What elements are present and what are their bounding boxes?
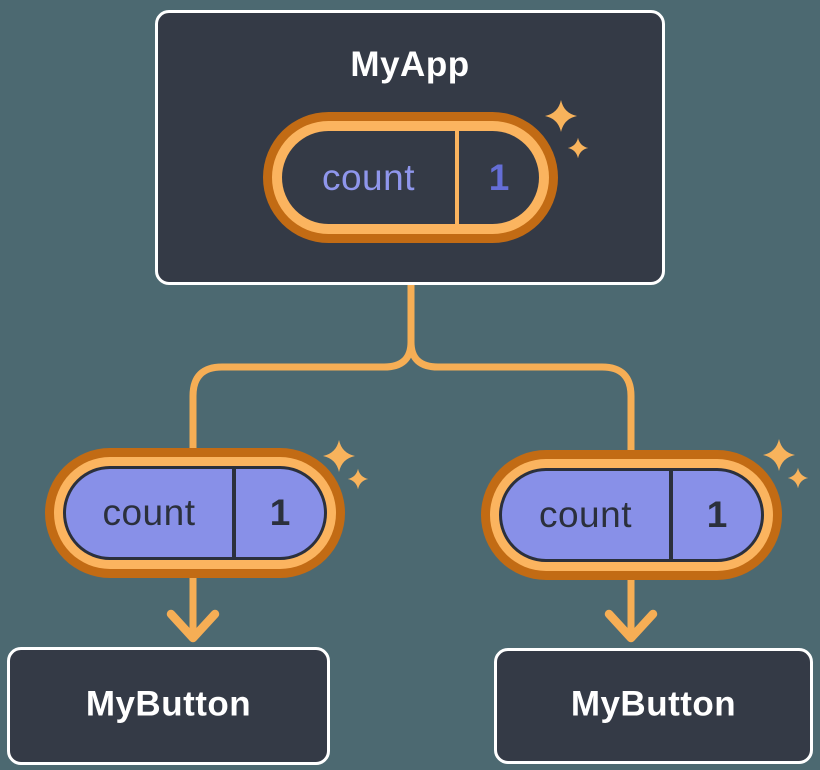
state-pill-ring: count 1: [272, 121, 549, 234]
component-name: MyApp: [350, 45, 470, 84]
state-pill-core: count 1: [282, 131, 539, 224]
state-pill: count 1: [263, 112, 558, 243]
prop-pill-ring: count 1: [54, 457, 336, 569]
connector-root-to-right-child: [407, 276, 635, 634]
state-pill-divider: [455, 131, 459, 224]
component-box-mybutton-right: MyButton: [494, 648, 813, 764]
component-name: MyButton: [570, 684, 737, 724]
sparkle-icon: [787, 467, 809, 489]
sparkle-icon: [323, 440, 355, 472]
sparkle-icon: [567, 137, 589, 159]
arrowhead-down-icon: [604, 609, 658, 643]
prop-pill-value: 1: [269, 492, 291, 533]
prop-pill-core: count 1: [499, 468, 764, 562]
component-name: MyButton: [85, 684, 252, 724]
sparkle-icon: [763, 439, 795, 471]
prop-pill-value: 1: [706, 494, 728, 535]
prop-pill-ring: count 1: [490, 459, 773, 571]
prop-pill-divider: [669, 471, 673, 559]
state-pill-value: 1: [488, 156, 510, 198]
prop-pill-label: count: [102, 492, 196, 533]
prop-pill-left: count 1: [45, 448, 345, 578]
prop-pill-label: count: [538, 494, 632, 535]
state-pill-label: count: [321, 156, 415, 198]
sparkle-icon: [347, 468, 369, 490]
component-box-mybutton-left: MyButton: [7, 647, 330, 765]
prop-pill-right: count 1: [481, 450, 782, 580]
prop-pill-divider: [232, 469, 236, 557]
arrowhead-down-icon: [166, 609, 220, 643]
sparkle-icon: [545, 100, 577, 132]
prop-pill-core: count 1: [63, 466, 327, 560]
